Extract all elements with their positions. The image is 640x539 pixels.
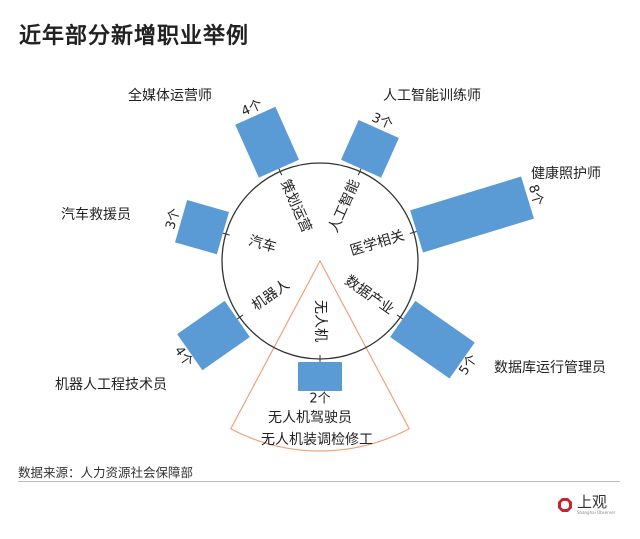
category-label: 机器人 (249, 277, 293, 314)
logo-subtitle: Shanghai Observer (577, 510, 616, 515)
count-label: 2个 (309, 392, 330, 407)
category-label: 策划运营 (277, 177, 315, 235)
bar-0 (235, 106, 300, 178)
job-title: 汽车救援员 (61, 207, 131, 223)
highlight-sector (229, 259, 411, 452)
bar-5 (177, 300, 250, 371)
job-title: 数据库运行管理员 (494, 360, 606, 376)
bar-3 (390, 300, 475, 379)
tick (236, 314, 244, 320)
logo-icon (558, 497, 572, 512)
job-title: 人工智能训练师 (383, 88, 481, 104)
category-label: 人工智能 (326, 177, 363, 235)
job-title: 机器人工程技术员 (55, 377, 167, 393)
divider (18, 481, 620, 482)
job-title: 无人机驾驶员 (268, 410, 352, 426)
tick (396, 314, 404, 320)
category-label: 无人机 (312, 300, 328, 342)
source-note: 数据来源：人力资源社会保障部 (18, 465, 194, 480)
category-label: 医学相关 (348, 228, 406, 260)
bar-4 (298, 362, 342, 391)
job-title: 健康照护师 (531, 166, 601, 182)
job-title: 无人机装调检修工 (261, 432, 373, 448)
job-title: 全媒体运营师 (128, 88, 212, 104)
category-label: 汽车 (247, 232, 279, 256)
tick (409, 230, 417, 234)
page-title: 近年部分新增职业举例 (19, 24, 250, 49)
count-label: 3个 (163, 207, 183, 232)
tick (222, 232, 230, 236)
bar-6 (175, 200, 229, 255)
tick (278, 168, 283, 176)
logo: 上观 Shanghai Observer (557, 494, 615, 515)
count-label: 8个 (525, 183, 546, 208)
bar-2 (410, 176, 534, 253)
category-label: 数据产业 (342, 273, 397, 318)
bar-1 (340, 120, 399, 178)
logo-text: 上观 (577, 493, 608, 511)
tick (357, 168, 362, 176)
